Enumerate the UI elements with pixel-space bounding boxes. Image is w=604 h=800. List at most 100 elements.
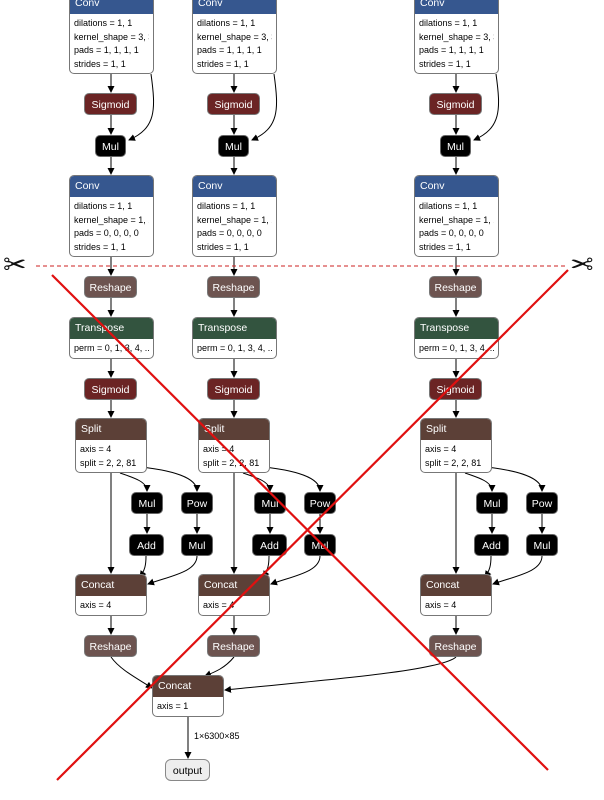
- split-node-c[interactable]: Split axis = 4 split = 2, 2, 81: [420, 418, 492, 473]
- concat-node-c[interactable]: Concat axis = 4: [420, 574, 492, 616]
- node-title: Conv: [70, 176, 153, 197]
- graph-edge: [473, 73, 500, 141]
- node-title: Split: [421, 419, 491, 440]
- transpose-node-b[interactable]: Transpose perm = 0, 1, 3, 4, ...: [192, 317, 277, 359]
- node-attr: split = 2, 2, 81: [425, 457, 482, 468]
- node-attr: dilations = 1, 1: [197, 201, 256, 211]
- node-attr: axis = 4: [203, 444, 235, 454]
- node-attr: kernel_shape = 3, 3: [74, 31, 149, 42]
- sigmoid-node-c2[interactable]: Sigmoid: [429, 378, 482, 400]
- node-attr: dilations = 1, 1: [74, 18, 133, 28]
- reshape-node-b1[interactable]: Reshape: [207, 276, 260, 298]
- conv-node-a1[interactable]: Conv dilations = 1, 1 kernel_shape = 3, …: [69, 0, 154, 74]
- mul-node-b1[interactable]: Mul: [218, 135, 249, 157]
- node-attr: perm = 0, 1, 3, 4, ...: [197, 343, 272, 353]
- node-attr: strides = 1, 1: [197, 241, 249, 252]
- node-attr: strides = 1, 1: [419, 241, 471, 252]
- graph-edge: [147, 555, 198, 586]
- node-attr: split = 2, 2, 81: [203, 457, 260, 468]
- sigmoid-node-b2[interactable]: Sigmoid: [207, 378, 260, 400]
- node-attr: pads = 0, 0, 0, 0: [74, 228, 139, 238]
- node-attr: kernel_shape = 1, 1: [197, 214, 272, 225]
- node-title: Conv: [70, 0, 153, 14]
- node-attr: axis = 4: [80, 600, 112, 610]
- node-title: Split: [76, 419, 146, 440]
- mul-node-c3[interactable]: Mul: [526, 534, 558, 556]
- add-node-a[interactable]: Add: [129, 534, 164, 556]
- node-attr: split = 2, 2, 81: [80, 457, 137, 468]
- graph-edge: [110, 656, 153, 689]
- node-title: Transpose: [193, 318, 276, 339]
- concat-node-output[interactable]: Concat axis = 1: [152, 675, 224, 717]
- conv-node-a2[interactable]: Conv dilations = 1, 1 kernel_shape = 1, …: [69, 175, 154, 257]
- split-node-b[interactable]: Split axis = 4 split = 2, 2, 81: [198, 418, 270, 473]
- node-title: Concat: [199, 575, 269, 596]
- mul-node-b3[interactable]: Mul: [304, 534, 336, 556]
- node-title: Transpose: [70, 318, 153, 339]
- split-node-a[interactable]: Split axis = 4 split = 2, 2, 81: [75, 418, 147, 473]
- node-attr: pads = 1, 1, 1, 1: [197, 45, 262, 55]
- node-title: Split: [199, 419, 269, 440]
- sigmoid-node-a2[interactable]: Sigmoid: [84, 378, 137, 400]
- node-attr: axis = 1: [157, 701, 189, 711]
- add-node-c[interactable]: Add: [474, 534, 509, 556]
- concat-node-a[interactable]: Concat axis = 4: [75, 574, 147, 616]
- concat-node-b[interactable]: Concat axis = 4: [198, 574, 270, 616]
- graph-edge: [224, 656, 457, 693]
- pow-node-b[interactable]: Pow: [304, 492, 336, 514]
- node-attr: kernel_shape = 3, 3: [419, 31, 494, 42]
- node-attr: pads = 0, 0, 0, 0: [419, 228, 484, 238]
- mul-node-a2[interactable]: Mul: [131, 492, 163, 514]
- output-shape-label: 1×6300×85: [194, 731, 240, 741]
- reshape-node-c1[interactable]: Reshape: [429, 276, 482, 298]
- conv-node-c2[interactable]: Conv dilations = 1, 1 kernel_shape = 1, …: [414, 175, 499, 257]
- node-attr: pads = 1, 1, 1, 1: [74, 45, 139, 55]
- output-node[interactable]: output: [165, 759, 210, 781]
- mul-node-a3[interactable]: Mul: [181, 534, 213, 556]
- sigmoid-node-a1[interactable]: Sigmoid: [84, 93, 137, 115]
- node-attr: dilations = 1, 1: [419, 201, 478, 211]
- add-node-b[interactable]: Add: [252, 534, 287, 556]
- node-attr: strides = 1, 1: [74, 58, 126, 69]
- graph-edge: [251, 73, 278, 141]
- node-attr: perm = 0, 1, 3, 4, ...: [419, 343, 494, 353]
- graph-edge: [270, 555, 321, 586]
- node-attr: dilations = 1, 1: [197, 18, 256, 28]
- node-title: Concat: [153, 676, 223, 697]
- mul-node-c1[interactable]: Mul: [440, 135, 471, 157]
- reshape-node-a1[interactable]: Reshape: [84, 276, 137, 298]
- transpose-node-a[interactable]: Transpose perm = 0, 1, 3, 4, ...: [69, 317, 154, 359]
- node-attr: kernel_shape = 3, 3: [197, 31, 272, 42]
- mul-node-b2[interactable]: Mul: [254, 492, 286, 514]
- node-title: Concat: [421, 575, 491, 596]
- node-attr: strides = 1, 1: [197, 58, 249, 69]
- node-attr: axis = 4: [203, 600, 235, 610]
- node-attr: pads = 0, 0, 0, 0: [197, 228, 262, 238]
- node-attr: kernel_shape = 1, 1: [419, 214, 494, 225]
- conv-node-b1[interactable]: Conv dilations = 1, 1 kernel_shape = 3, …: [192, 0, 277, 74]
- node-title: Conv: [415, 0, 498, 14]
- pow-node-a[interactable]: Pow: [181, 492, 213, 514]
- node-attr: dilations = 1, 1: [419, 18, 478, 28]
- node-attr: perm = 0, 1, 3, 4, ...: [74, 343, 149, 353]
- reshape-node-c2[interactable]: Reshape: [429, 635, 482, 657]
- conv-node-b2[interactable]: Conv dilations = 1, 1 kernel_shape = 1, …: [192, 175, 277, 257]
- node-attr: strides = 1, 1: [74, 241, 126, 252]
- pow-node-c[interactable]: Pow: [526, 492, 558, 514]
- node-attr: dilations = 1, 1: [74, 201, 133, 211]
- mul-node-a1[interactable]: Mul: [95, 135, 126, 157]
- node-title: Conv: [193, 0, 276, 14]
- transpose-node-c[interactable]: Transpose perm = 0, 1, 3, 4, ...: [414, 317, 499, 359]
- mul-node-c2[interactable]: Mul: [476, 492, 508, 514]
- sigmoid-node-b1[interactable]: Sigmoid: [207, 93, 260, 115]
- sigmoid-node-c1[interactable]: Sigmoid: [429, 93, 482, 115]
- reshape-node-a2[interactable]: Reshape: [84, 635, 137, 657]
- node-title: Conv: [193, 176, 276, 197]
- reshape-node-b2[interactable]: Reshape: [207, 635, 260, 657]
- graph-edge: [242, 472, 274, 492]
- graph-edge: [492, 555, 543, 586]
- conv-node-c1[interactable]: Conv dilations = 1, 1 kernel_shape = 3, …: [414, 0, 499, 74]
- scissors-icon: ✂: [3, 249, 27, 280]
- graph-edge: [464, 472, 496, 492]
